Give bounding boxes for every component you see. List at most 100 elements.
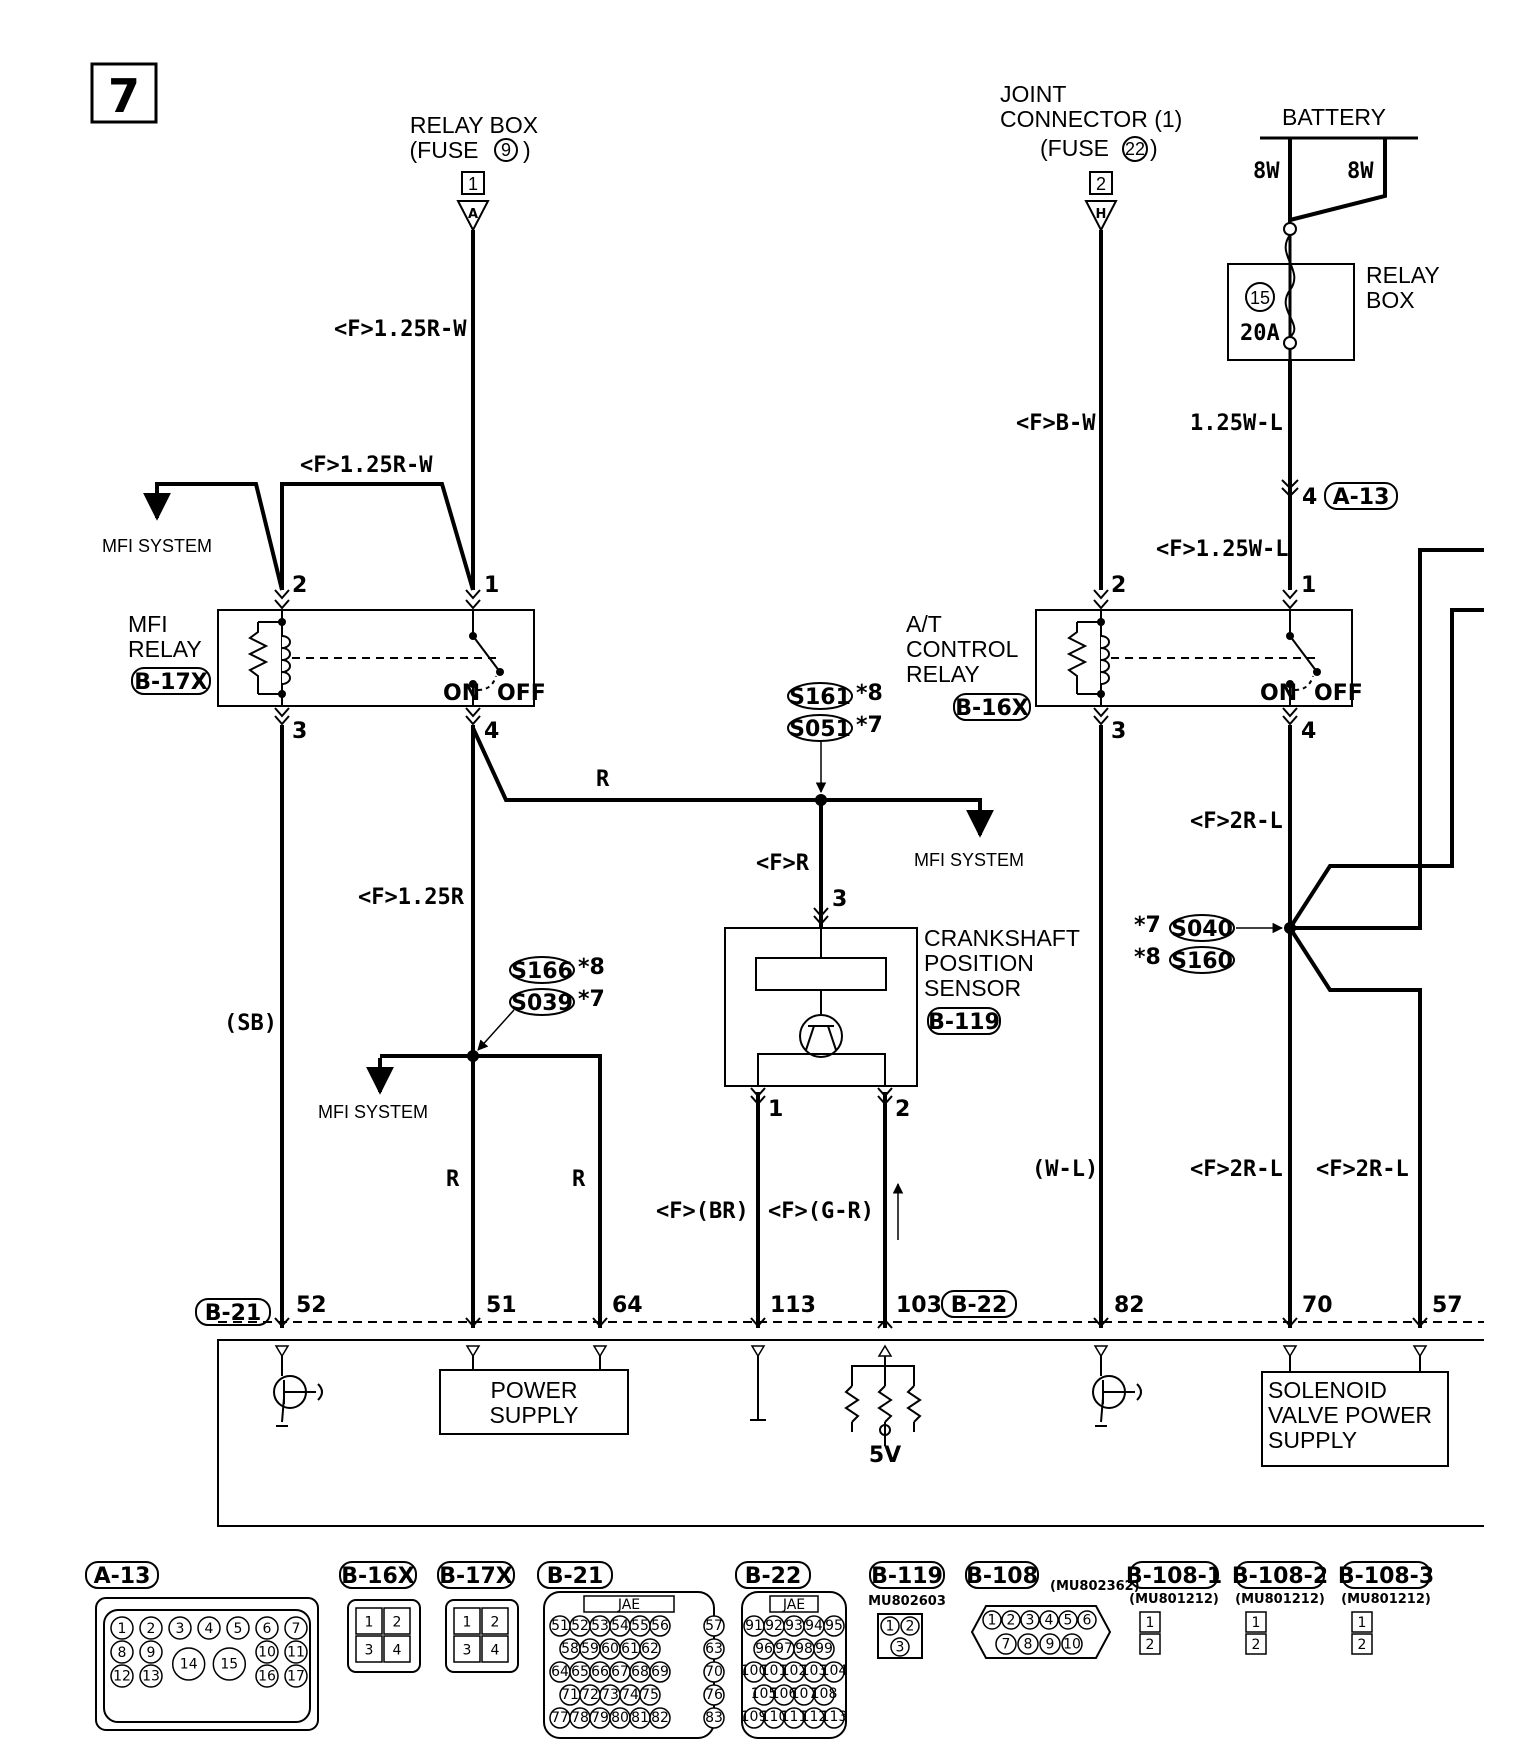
connector-pin: 2 <box>481 1607 509 1635</box>
pin-number: 2 <box>292 573 307 598</box>
splice-id: S040 <box>1171 917 1233 942</box>
connector-pin: 66 <box>589 1661 611 1683</box>
pin-number: 3 <box>832 887 847 912</box>
connector-pin: 101 <box>761 1661 787 1683</box>
relay-name: MFI <box>128 611 168 637</box>
connector-part: (MU802362) <box>1050 1579 1140 1594</box>
wire-label: 8W <box>1347 159 1374 184</box>
svg-text:12: 12 <box>113 1668 131 1684</box>
svg-text:70: 70 <box>705 1664 723 1680</box>
resistor-network-icon <box>844 1356 922 1446</box>
splices: S161 *8 S051 *7 S166 *8 S039 *7 S040 *7 … <box>477 681 1284 1051</box>
switch-on-label: ON <box>1260 681 1297 706</box>
connector-pin: 1 <box>1245 1611 1267 1633</box>
power-supply-label: SUPPLY <box>489 1402 578 1428</box>
terminal-number: 70 <box>1302 1293 1333 1318</box>
pin-number: 1 <box>1301 573 1316 598</box>
wire-label: (SB) <box>224 1011 277 1036</box>
connector-part: (MU801212) <box>1235 1592 1325 1607</box>
splice-note: *8 <box>1134 945 1161 970</box>
connector-pin: 72 <box>579 1684 601 1706</box>
source-label: RELAY BOX <box>410 112 538 138</box>
svg-text:67: 67 <box>611 1664 629 1680</box>
connector-pin: 107 <box>791 1684 817 1706</box>
connector-pin: 1 <box>880 1616 900 1636</box>
connector-pin: 105 <box>751 1684 778 1706</box>
switch-off-label: OFF <box>497 681 546 706</box>
connector-id: A-13 <box>1333 485 1390 510</box>
svg-text:95: 95 <box>825 1618 843 1634</box>
connector-part: JAE <box>617 1597 640 1613</box>
connector-pin: 70 <box>703 1661 725 1683</box>
connector-id: B-119 <box>928 1010 1000 1035</box>
connector-pin: 16 <box>255 1664 279 1688</box>
a13-reference: 4 A-13 <box>1281 479 1398 510</box>
sensor-name: POSITION <box>924 950 1034 976</box>
svg-text:54: 54 <box>611 1618 629 1634</box>
svg-text:4: 4 <box>1045 1612 1054 1628</box>
connector-id: B-22 <box>745 1564 802 1589</box>
svg-text:73: 73 <box>601 1687 619 1703</box>
connector-id: B-17X <box>134 670 208 695</box>
svg-text:105: 105 <box>751 1686 778 1702</box>
svg-text:7: 7 <box>292 1621 301 1637</box>
source-label: (FUSE <box>1040 135 1109 161</box>
splice-id: S051 <box>789 717 851 742</box>
svg-text:5: 5 <box>1064 1612 1073 1628</box>
wire-label: <F>2R-L <box>1316 1157 1409 1182</box>
connector-pin: 11 <box>284 1640 308 1664</box>
mfi-system-labels: MFI SYSTEM MFI SYSTEM MFI SYSTEM <box>102 536 1024 1122</box>
junction-dots <box>467 794 1296 1062</box>
transistor-icon <box>273 1356 323 1427</box>
connector-pin: 54 <box>609 1615 631 1637</box>
crankshaft-position-sensor: 3 1 2 CRANKSHAFT POSITION SENSOR B-119 <box>724 887 1080 1240</box>
svg-text:66: 66 <box>591 1664 609 1680</box>
connector-id: B-16X <box>341 1564 415 1589</box>
svg-text:83: 83 <box>705 1710 723 1726</box>
connector-pin: 63 <box>703 1638 725 1660</box>
mfi-system-label: MFI SYSTEM <box>914 850 1024 870</box>
connector-view-b108-3: B-108-3 (MU801212) 12 <box>1338 1561 1434 1655</box>
connector-id: B-108-3 <box>1338 1564 1434 1589</box>
voltage-label: 5V <box>869 1443 901 1468</box>
connector-pin: 97 <box>773 1638 795 1660</box>
at-control-relay: ON OFF 2 1 3 4 A/T CONTROL RELAY B-16X <box>906 573 1363 744</box>
svg-text:69: 69 <box>651 1664 669 1680</box>
connector-pin: 3 <box>453 1635 481 1663</box>
connector-pin: 75 <box>639 1684 661 1706</box>
source-label: CONNECTOR (1) <box>1000 106 1182 132</box>
reference-number: 1 <box>468 174 478 194</box>
connector-pin: 94 <box>803 1615 825 1637</box>
svg-text:57: 57 <box>705 1618 723 1634</box>
svg-text:60: 60 <box>601 1641 619 1657</box>
relay-name: RELAY <box>906 661 980 687</box>
switch-off-label: OFF <box>1314 681 1363 706</box>
connector-pin: 1 <box>1139 1611 1161 1633</box>
ecu: B-21 B-22 52 51 64 113 103 82 70 57 <box>195 1290 1484 1527</box>
connector-pin: 1 <box>110 1616 134 1640</box>
svg-text:68: 68 <box>631 1664 649 1680</box>
svg-text:1: 1 <box>1358 1615 1367 1631</box>
svg-text:64: 64 <box>551 1664 569 1680</box>
sensor-name: SENSOR <box>924 975 1021 1001</box>
mfi-relay: ON OFF 2 1 3 4 MFI RELAY B-17X <box>128 573 546 744</box>
connector-view-b108-2: B-108-2 (MU801212) 12 <box>1232 1561 1328 1655</box>
svg-text:59: 59 <box>581 1641 599 1657</box>
svg-text:52: 52 <box>571 1618 589 1634</box>
connector-pin: 76 <box>703 1684 725 1706</box>
connector-pin: 12 <box>110 1664 134 1688</box>
svg-text:4: 4 <box>393 1642 402 1658</box>
connector-part: JAE <box>782 1597 805 1613</box>
svg-text:1: 1 <box>365 1614 374 1630</box>
connector-id: B-21 <box>547 1564 604 1589</box>
splice-note: *7 <box>856 713 883 738</box>
svg-text:110: 110 <box>761 1709 788 1725</box>
connector-pin: 93 <box>783 1615 805 1637</box>
connector-pin: 14 <box>171 1647 206 1681</box>
battery: BATTERY 8W 8W <box>1253 104 1418 223</box>
splice-id: S160 <box>1171 949 1233 974</box>
terminal-number: 52 <box>296 1293 327 1318</box>
